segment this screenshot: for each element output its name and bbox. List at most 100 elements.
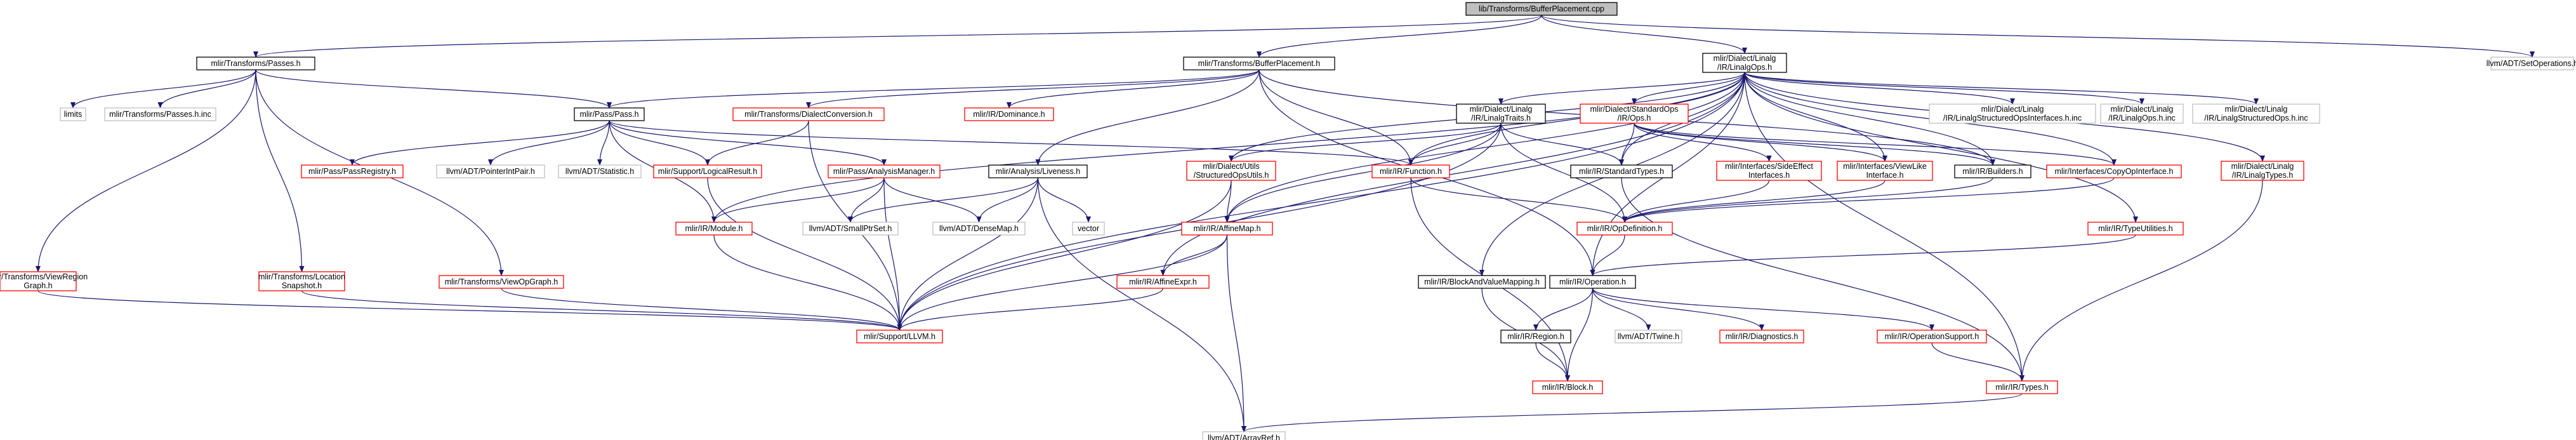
graph-node-vector: vector [1072, 222, 1105, 236]
node-box [1116, 275, 1210, 289]
edge [609, 120, 887, 166]
node-label: mlir/Transforms/ViewOpGraph.h [445, 277, 558, 286]
graph-node-bp[interactable]: mlir/Transforms/BufferPlacement.h [1183, 57, 1335, 70]
graph-node-lintypes[interactable]: mlir/Dialect/Linalg/IR/LinalgTypes.h [2221, 161, 2304, 181]
graph-node-sou[interactable]: mlir/Dialect/Utils/StructuredOpsUtils.h [1186, 161, 1276, 181]
edge-linalgops-to-lsoi [1744, 72, 2015, 105]
node-box [1877, 330, 1987, 343]
graph-node-statistic: llvm/ADT/Statistic.h [558, 164, 642, 178]
graph-node-module[interactable]: mlir/IR/Module.h [675, 222, 753, 236]
edge-analmgr-to-smallptr [848, 177, 885, 223]
edge [1258, 69, 1413, 166]
graph-node-opsupport[interactable]: mlir/IR/OperationSupport.h [1877, 330, 1987, 343]
node-box [1186, 161, 1276, 181]
node-box [574, 107, 645, 121]
graph-node-pass[interactable]: mlir/Pass/Pass.h [574, 107, 645, 121]
node-box [1716, 161, 1822, 181]
edge-bp-to-pass [607, 69, 1260, 109]
node-box [2490, 57, 2574, 70]
graph-node-copyop[interactable]: mlir/Interfaces/CopyOpInterface.h [2046, 164, 2182, 178]
node-label: llvm/ADT/SmallPtrSet.h [809, 224, 892, 233]
edge-operation-to-region [1533, 288, 1594, 331]
graph-node-stdops[interactable]: mlir/Dialect/StandardOps/IR/Ops.h [1580, 103, 1689, 124]
graph-node-function[interactable]: mlir/IR/Function.h [1371, 164, 1450, 178]
graph-node-opdef[interactable]: mlir/IR/OpDefinition.h [1576, 222, 1673, 236]
graph-node-linalgops[interactable]: mlir/Dialect/Linalg/IR/LinalgOps.h [1702, 53, 1787, 73]
edge-lintraits-to-sou [1229, 123, 1502, 162]
node-label: mlir/IR/Operation.h [1559, 277, 1626, 286]
graph-node-root: lib/Transforms/BufferPlacement.cpp [1465, 2, 1618, 16]
graph-node-block[interactable]: mlir/IR/Block.h [1532, 380, 1603, 394]
edge [897, 177, 1039, 331]
graph-node-types[interactable]: mlir/IR/Types.h [1986, 380, 2058, 394]
node-label: mlir/Transforms/BufferPlacement.h [1198, 59, 1320, 68]
graph-node-logres[interactable]: mlir/Support/LogicalResult.h [653, 164, 762, 178]
graph-node-viewop[interactable]: mlir/Transforms/ViewOpGraph.h [439, 275, 564, 289]
edge-operation-to-block [1565, 288, 1594, 382]
edge [1007, 69, 1260, 109]
node-label: mlir/Interfaces/ViewLike [1843, 162, 1927, 171]
edge-types-to-arrayref [1241, 393, 2023, 432]
edge [1241, 393, 2023, 432]
node-label: mlir/Support/LLVM.h [864, 332, 935, 341]
edge [806, 69, 1260, 109]
edge [1931, 342, 2024, 382]
node-box [0, 271, 77, 291]
graph-node-affinemap[interactable]: mlir/IR/AffineMap.h [1181, 222, 1273, 236]
graph-node-llvm[interactable]: mlir/Support/LLVM.h [856, 330, 943, 343]
edge [70, 69, 256, 109]
edge-pass-to-function [609, 120, 1413, 166]
edge-locsnap-to-llvm [301, 290, 902, 331]
node-label: mlir/IR/Dominance.h [973, 110, 1045, 119]
graph-node-lintraits[interactable]: mlir/Dialect/Linalg/IR/LinalgTraits.h [1456, 103, 1546, 124]
edge-lintraits-to-stdtypes [1500, 123, 1624, 166]
graph-node-arrayref: llvm/ADT/ArrayRef.h [1202, 431, 1286, 440]
edge [350, 120, 610, 166]
graph-node-dialconv[interactable]: mlir/Transforms/DialectConversion.h [732, 107, 885, 121]
edge-linalgops-to-viewlike [1744, 72, 1887, 162]
edge-analmgr-to-densemap [883, 177, 982, 223]
graph-node-blockvm[interactable]: mlir/IR/BlockAndValueMapping.h [1418, 275, 1546, 289]
edge-analmgr-to-llvm [883, 177, 902, 331]
graph-node-passreg[interactable]: mlir/Pass/PassRegistry.h [301, 164, 404, 178]
graph-node-diag[interactable]: mlir/IR/Diagnostics.h [1719, 330, 1804, 343]
edge-lintraits-to-affinemap [1224, 123, 1502, 223]
node-label: mlir/Dialect/StandardOps [1590, 105, 1679, 114]
graph-node-passes[interactable]: mlir/Transforms/Passes.h [196, 57, 315, 70]
edge [897, 72, 1745, 331]
graph-node-affineexpr[interactable]: mlir/IR/AffineExpr.h [1116, 275, 1210, 289]
graph-node-liveness[interactable]: mlir/Analysis/Liveness.h [988, 164, 1088, 178]
edge-pass-to-ptrint [488, 120, 610, 166]
edge-operation-to-diag [1592, 288, 1764, 331]
graph-node-dominance[interactable]: mlir/IR/Dominance.h [964, 107, 1054, 121]
graph-node-builders[interactable]: mlir/IR/Builders.h [1954, 164, 2031, 178]
edge-logres-to-llvm [707, 177, 902, 331]
node-label: mlir/IR/Types.h [1995, 383, 2048, 392]
graph-node-operation[interactable]: mlir/IR/Operation.h [1549, 275, 1636, 289]
graph-node-region[interactable]: mlir/IR/Region.h [1500, 330, 1571, 343]
graph-node-stdtypes[interactable]: mlir/IR/StandardTypes.h [1570, 164, 1673, 178]
node-box [1371, 164, 1450, 178]
edge-linalgops-to-affineexpr [1160, 72, 1745, 276]
edge [897, 180, 1232, 331]
node-label: /IR/LinalgStructuredOpsInterfaces.h.inc [1943, 114, 2082, 123]
graph-node-typeutil[interactable]: mlir/IR/TypeUtilities.h [2087, 222, 2184, 236]
node-label: mlir/Transforms/Passes.h [211, 59, 300, 68]
edge [609, 120, 1413, 166]
edge [1744, 72, 1887, 162]
node-box [60, 107, 86, 121]
node-label: mlir/IR/Region.h [1507, 332, 1564, 341]
edge [1037, 177, 1246, 432]
edge [1634, 123, 1995, 166]
edge [848, 177, 885, 223]
edge [707, 177, 902, 331]
edge [1622, 180, 1886, 223]
edge [1408, 72, 1745, 166]
edge [36, 69, 256, 272]
graph-node-analmgr[interactable]: mlir/Pass/AnalysisManager.h [828, 164, 941, 178]
